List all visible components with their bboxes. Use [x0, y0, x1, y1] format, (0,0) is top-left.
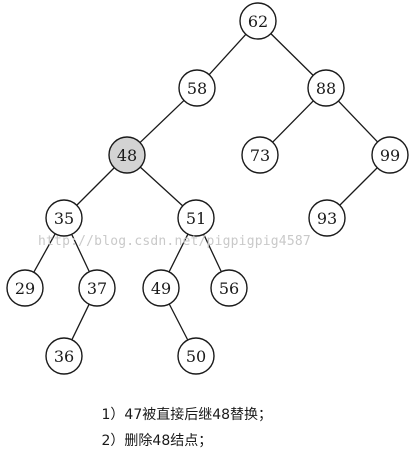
tree-edges	[33, 33, 379, 341]
edge-35-37	[71, 234, 90, 272]
node-circle-37	[78, 269, 116, 307]
node-circle-62	[239, 2, 277, 40]
tree-nodes: 62 58 88 48 73 99 35 51 93 29 37 49 56 36 50	[6, 2, 409, 375]
tree-diagram: 62 58 88 48 73 99 35 51 93 29 37 49 56 36 50	[6, 2, 409, 375]
edge-99-93	[339, 167, 378, 206]
node-circle-56	[210, 269, 248, 307]
caption-step-1-text: 1）47被直接后继48替换；	[101, 407, 273, 423]
node-circle-49	[142, 269, 180, 307]
node-circle-99	[371, 136, 409, 174]
edge-88-99	[337, 100, 379, 143]
node-label-48: 48	[117, 146, 137, 165]
node-circle-48	[108, 136, 146, 174]
node-label-56: 56	[219, 279, 239, 298]
node-circle-29	[6, 269, 44, 307]
edge-49-50	[168, 303, 189, 341]
node-label-88: 88	[316, 79, 336, 98]
edge-48-51	[139, 166, 184, 207]
node-label-36: 36	[54, 347, 74, 366]
edge-62-88	[270, 33, 314, 76]
tree-node-37: 37	[78, 269, 116, 307]
node-label-35: 35	[54, 209, 74, 228]
tree-node-62: 62	[239, 2, 277, 40]
tree-node-48: 48	[108, 136, 146, 174]
node-circle-88	[307, 69, 345, 107]
edge-58-48	[139, 99, 185, 144]
tree-node-35: 35	[45, 199, 83, 237]
edge-62-58	[208, 33, 247, 76]
tree-node-93: 93	[308, 199, 346, 237]
edge-37-36	[71, 303, 90, 341]
tree-node-56: 56	[210, 269, 248, 307]
node-label-73: 73	[250, 146, 270, 165]
caption-step-1: 1）47被直接后继48替换；	[0, 404, 413, 424]
node-circle-50	[177, 337, 215, 375]
edge-51-56	[203, 234, 222, 272]
node-label-50: 50	[186, 347, 206, 366]
tree-node-50: 50	[177, 337, 215, 375]
node-label-37: 37	[87, 279, 107, 298]
node-circle-73	[241, 136, 279, 174]
node-label-93: 93	[317, 209, 337, 228]
tree-node-99: 99	[371, 136, 409, 174]
node-circle-58	[178, 69, 216, 107]
tree-node-58: 58	[178, 69, 216, 107]
node-label-51: 51	[186, 209, 206, 228]
node-circle-93	[308, 199, 346, 237]
node-label-49: 49	[151, 279, 171, 298]
node-label-29: 29	[15, 279, 35, 298]
node-circle-36	[45, 337, 83, 375]
node-label-58: 58	[187, 79, 207, 98]
edge-88-73	[272, 100, 314, 143]
tree-node-29: 29	[6, 269, 44, 307]
watermark: http://blog.csdn.net/pigpigpig4587	[38, 234, 311, 249]
tree-node-73: 73	[241, 136, 279, 174]
node-circle-35	[45, 199, 83, 237]
caption-step-2-text: 2）删除48结点；	[101, 433, 213, 449]
caption-step-2: 2）删除48结点；	[0, 430, 413, 450]
tree-node-36: 36	[45, 337, 83, 375]
edge-35-29	[33, 233, 56, 273]
node-circle-51	[177, 199, 215, 237]
tree-node-51: 51	[177, 199, 215, 237]
edge-48-35	[76, 167, 115, 206]
tree-node-88: 88	[307, 69, 345, 107]
node-label-99: 99	[380, 146, 400, 165]
edge-51-49	[168, 233, 189, 273]
tree-node-49: 49	[142, 269, 180, 307]
node-label-62: 62	[248, 12, 268, 31]
